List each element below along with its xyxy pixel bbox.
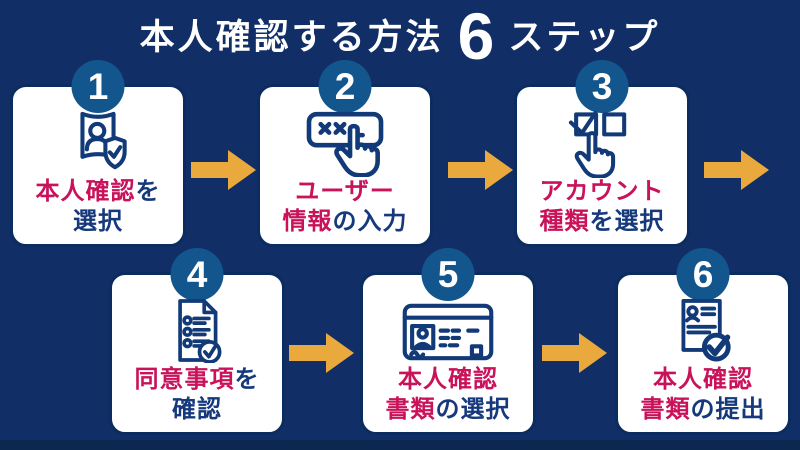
step-label: 本人確認を 選択 <box>13 177 183 237</box>
flow-arrow-icon <box>448 150 513 190</box>
step-label-segment: アカウント <box>539 178 665 205</box>
title-step-count: 6 <box>457 0 495 73</box>
document-submit-check-icon <box>681 298 731 362</box>
step-label-segment: 書類 <box>385 396 436 423</box>
step-label-segment: を選択 <box>589 208 665 235</box>
step-number-badge: 6 <box>676 248 730 301</box>
step-label: 同意事項を 確認 <box>112 365 282 425</box>
step-card-5: 5 本人確認 書類の選択 <box>360 248 536 435</box>
step-label: 本人確認 書類の選択 <box>363 365 533 425</box>
step-label-segment: 本人確認 <box>398 366 498 393</box>
step-label-segment: 本人確認 <box>35 178 136 205</box>
step-label-segment: の入力 <box>332 208 408 235</box>
step-label-segment: 書類 <box>640 396 691 423</box>
page-title: 本人確認する方法 6 ステップ <box>0 0 800 73</box>
step-label: ユーザー 情報の入力 <box>260 177 430 237</box>
flow-arrow-icon <box>191 150 256 190</box>
step-label-segment: の選択 <box>435 396 511 423</box>
step-card-6: 6 本人確認 書類の提出 <box>615 248 791 435</box>
step-label-segment: 確認 <box>172 396 222 423</box>
account-type-checkbox-icon <box>568 110 627 178</box>
step-number-badge: 1 <box>71 60 125 113</box>
step-label-segment: 情報 <box>282 208 333 235</box>
id-card-icon <box>402 303 494 361</box>
title-suffix: ステップ <box>508 17 661 57</box>
step-label-segment: 本人確認 <box>653 366 753 393</box>
step-card-2: 2 ユーザー 情報の入力 <box>257 60 433 247</box>
flow-arrow-icon <box>542 333 607 373</box>
step-number-badge: 4 <box>170 248 224 301</box>
flow-arrow-icon <box>704 150 769 190</box>
step-label-segment: 種類 <box>539 208 590 235</box>
step-label-segment: を <box>234 366 260 393</box>
password-input-tap-icon <box>306 111 384 177</box>
step-card-3: 3 アカウント 種類を選択 <box>514 60 690 247</box>
step-label-segment: の提出 <box>690 396 766 423</box>
step-number-badge: 5 <box>421 248 475 301</box>
identity-document-shield-icon <box>80 111 127 170</box>
step-label: アカウント 種類を選択 <box>517 177 687 237</box>
agreement-checklist-icon <box>177 299 221 363</box>
step-number-badge: 3 <box>575 60 629 113</box>
bottom-edge-band <box>0 440 800 450</box>
step-label-segment: を <box>135 178 161 205</box>
title-prefix: 本人確認する方法 <box>139 17 444 57</box>
step-card-4: 4 同意事項を 確認 <box>109 248 285 435</box>
step-label: 本人確認 書類の提出 <box>618 365 788 425</box>
step-card-1: 1 本人確認を 選択 <box>10 60 186 247</box>
flow-arrow-icon <box>289 333 354 373</box>
step-label-segment: 同意事項 <box>134 366 235 393</box>
step-number-badge: 2 <box>318 60 372 113</box>
step-label-segment: ユーザー <box>295 178 395 205</box>
step-label-segment: 選択 <box>73 208 123 235</box>
